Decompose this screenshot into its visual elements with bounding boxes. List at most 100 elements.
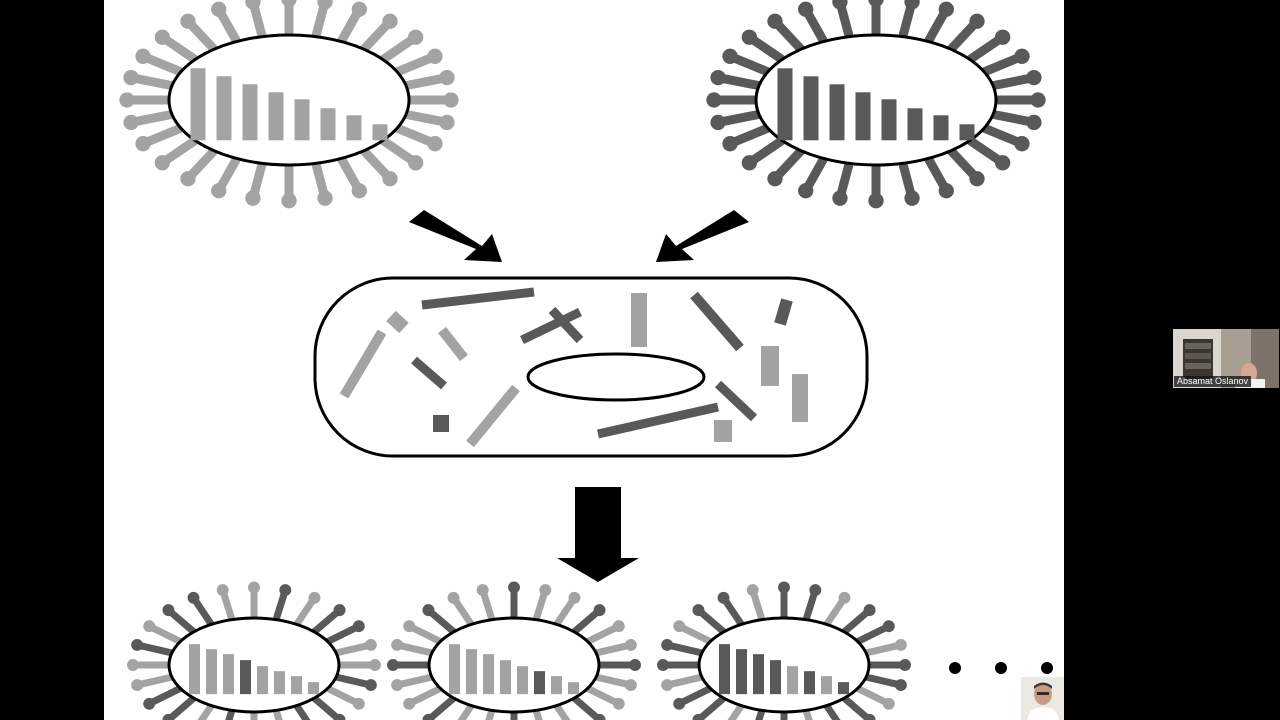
spike — [275, 584, 291, 621]
spike — [902, 0, 919, 39]
spike — [742, 30, 784, 61]
spike — [131, 677, 174, 691]
spike — [573, 697, 606, 720]
spike — [387, 659, 431, 671]
genome-segment — [347, 115, 362, 140]
spike — [798, 2, 825, 44]
spike — [594, 677, 637, 691]
self-view-video[interactable] — [1021, 677, 1064, 720]
spike — [535, 584, 551, 621]
spike — [123, 70, 174, 86]
genome-segment — [804, 76, 819, 140]
spike — [722, 49, 769, 73]
spike — [155, 30, 197, 61]
genome-segment — [321, 108, 336, 140]
spike — [573, 604, 606, 633]
spike — [363, 149, 398, 186]
spike — [326, 688, 365, 710]
spike — [391, 639, 434, 653]
spike — [477, 584, 493, 621]
spike — [991, 70, 1042, 86]
dot — [1041, 662, 1053, 674]
genome-segment — [466, 649, 477, 694]
genome-segment — [753, 654, 764, 694]
spike — [337, 659, 381, 671]
genome-segment — [778, 68, 793, 140]
virus-replication-diagram — [104, 0, 1064, 720]
spike — [826, 592, 851, 626]
genome-segment — [804, 671, 815, 694]
spike — [334, 639, 377, 653]
spike — [326, 620, 365, 642]
spike — [131, 639, 174, 653]
spike — [706, 92, 758, 107]
spike — [864, 639, 907, 653]
spike — [248, 581, 260, 620]
spike — [718, 592, 743, 626]
dot — [995, 662, 1007, 674]
spike — [180, 149, 215, 186]
genome-segment — [770, 660, 781, 694]
spike — [381, 139, 423, 170]
spike — [832, 161, 849, 205]
spike — [868, 0, 883, 37]
genome-segment — [483, 654, 494, 694]
spike — [381, 30, 423, 61]
spike — [968, 139, 1010, 170]
spike — [281, 0, 296, 37]
spike — [363, 14, 398, 51]
spike — [162, 697, 195, 720]
spike — [245, 161, 262, 205]
genome-segment — [274, 671, 285, 694]
progeny-virus-2 — [387, 581, 641, 720]
spike — [315, 161, 332, 205]
cell-nucleus — [528, 354, 704, 400]
spike — [722, 127, 769, 151]
genome-segment — [243, 84, 258, 140]
spike — [927, 2, 954, 44]
spike — [767, 149, 802, 186]
genome-segment — [191, 68, 206, 140]
genome-segment — [373, 124, 388, 140]
spike — [710, 114, 761, 130]
genome-segment — [787, 666, 798, 694]
spike — [982, 49, 1029, 73]
participant-video-tile[interactable]: Absamat Oslanov — [1173, 329, 1279, 388]
spike — [143, 620, 182, 642]
spike — [832, 0, 849, 39]
spike — [843, 604, 876, 633]
spike — [123, 114, 174, 130]
spike — [395, 127, 442, 151]
genome-segment — [206, 649, 217, 694]
spike — [448, 592, 473, 626]
genome-segment — [856, 92, 871, 140]
spike — [867, 659, 911, 671]
spike — [798, 157, 825, 199]
spike — [657, 659, 701, 671]
spike — [135, 127, 182, 151]
spike — [155, 139, 197, 170]
spike — [422, 604, 455, 633]
genome-segment — [882, 99, 897, 140]
self-view-feed — [1021, 677, 1064, 720]
spike — [968, 30, 1010, 61]
spike — [856, 688, 895, 710]
genome-segment — [821, 676, 832, 694]
spike — [508, 581, 520, 620]
parent-virus-light — [119, 0, 458, 208]
genome-segment — [269, 92, 284, 140]
genome-segment — [960, 124, 975, 140]
spike — [211, 157, 238, 199]
spike — [982, 127, 1029, 151]
infection-arrow-left — [409, 210, 502, 262]
spike — [313, 697, 346, 720]
genome-segment — [500, 660, 511, 694]
spike — [143, 688, 182, 710]
progeny-virus-1 — [127, 581, 381, 720]
spike — [597, 659, 641, 671]
spike — [395, 49, 442, 73]
genome-segment — [838, 682, 849, 694]
spike — [162, 604, 195, 633]
spike — [742, 139, 784, 170]
spike — [594, 639, 637, 653]
